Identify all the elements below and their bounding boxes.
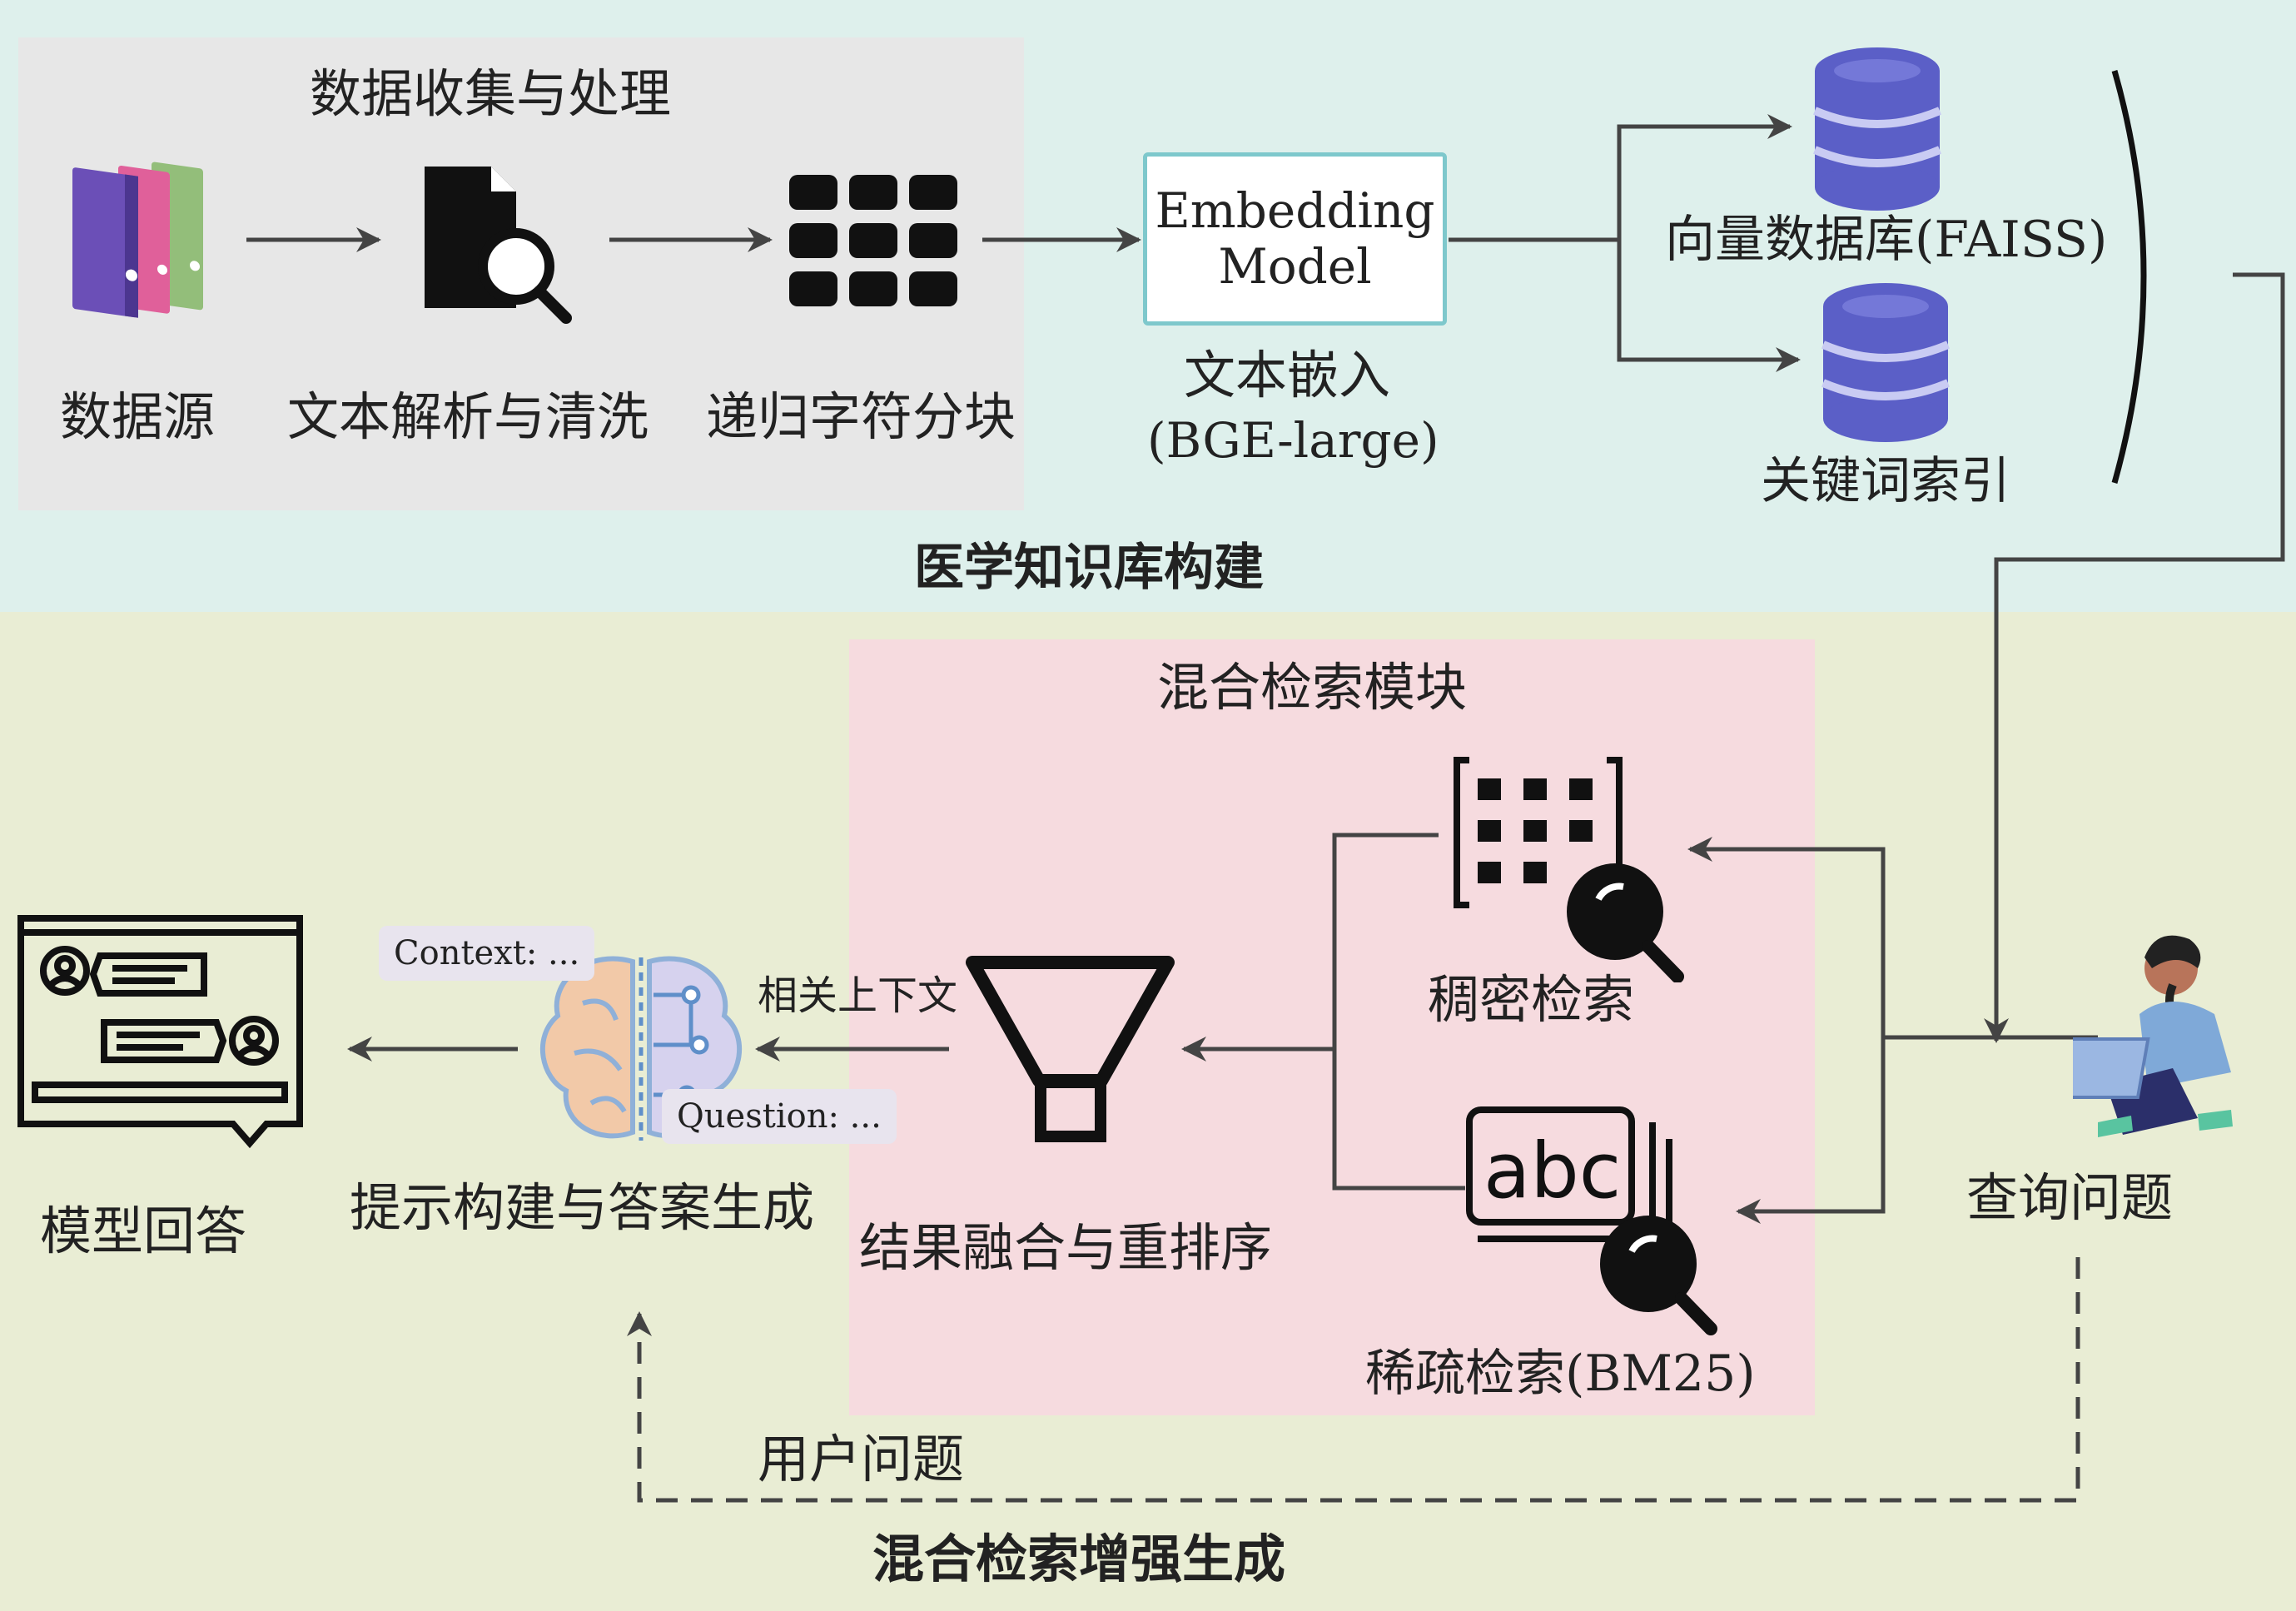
database-icon (1813, 47, 1941, 211)
context-arrow-label: 相关上下文 (758, 972, 958, 1019)
context-pill: Context: ... (379, 926, 595, 981)
fusion-rerank-label: 结果融合与重排序 (859, 1217, 1273, 1278)
arrow-to-dense (1687, 837, 1886, 1037)
kb-section-title: 医学知识库构建 (914, 539, 1264, 597)
embedding-line2: Model (1218, 238, 1372, 295)
embedding-model-name: (BGE-large) (1147, 412, 1439, 469)
chunking-label: 递归字符分块 (706, 386, 1016, 447)
user-question-dashed-path (627, 1257, 2080, 1503)
sparse-retrieval-label: 稀疏检索(BM25) (1365, 1345, 1756, 1403)
database-icon (1821, 283, 1950, 442)
abc-search-icon: abc (1466, 1106, 1717, 1335)
embedding-caption: 文本嵌入 (1184, 345, 1391, 405)
arrow-to-sparse (1736, 1037, 1886, 1224)
document-search-icon (425, 167, 572, 324)
question-pill: Question: ... (662, 1089, 897, 1144)
model-answer-label: 模型回答 (40, 1201, 247, 1261)
funnel-icon (966, 956, 1175, 1142)
svg-text:abc: abc (1483, 1126, 1621, 1216)
vector-db-label: 向量数据库(FAISS) (1665, 211, 2108, 269)
binders-icon (72, 162, 203, 318)
dense-search-icon (1454, 757, 1684, 982)
bracket-stores (2111, 70, 2147, 484)
keyword-index-label: 关键词索引 (1761, 452, 2010, 510)
query-question-label: 查询问题 (1966, 1167, 2174, 1228)
rag-section-title: 混合检索增强生成 (872, 1529, 1286, 1589)
data-collection-title: 数据收集与处理 (310, 63, 672, 124)
dense-retrieval-label: 稠密检索 (1428, 969, 1635, 1030)
embedding-model-box: Embedding Model (1143, 152, 1447, 326)
hybrid-module-title: 混合检索模块 (1157, 657, 1468, 718)
prompt-generation-label: 提示构建与答案生成 (350, 1177, 815, 1238)
chat-screen-icon (17, 915, 303, 1149)
embedding-line1: Embedding (1155, 182, 1435, 240)
line-stores-to-query (1984, 272, 2285, 1043)
line-dense-out (1332, 833, 1439, 1049)
grid-chunks-icon (789, 175, 957, 306)
user-question-label: 用户问题 (758, 1429, 965, 1489)
line-sparse-out (1332, 1049, 1465, 1191)
arrow-to-vector-db (1617, 114, 1792, 240)
user-laptop-icon (2073, 935, 2233, 1137)
arrow-to-keyword-index (1617, 240, 1801, 372)
parse-clean-label: 文本解析与清洗 (287, 386, 649, 447)
data-source-label: 数据源 (60, 386, 216, 447)
